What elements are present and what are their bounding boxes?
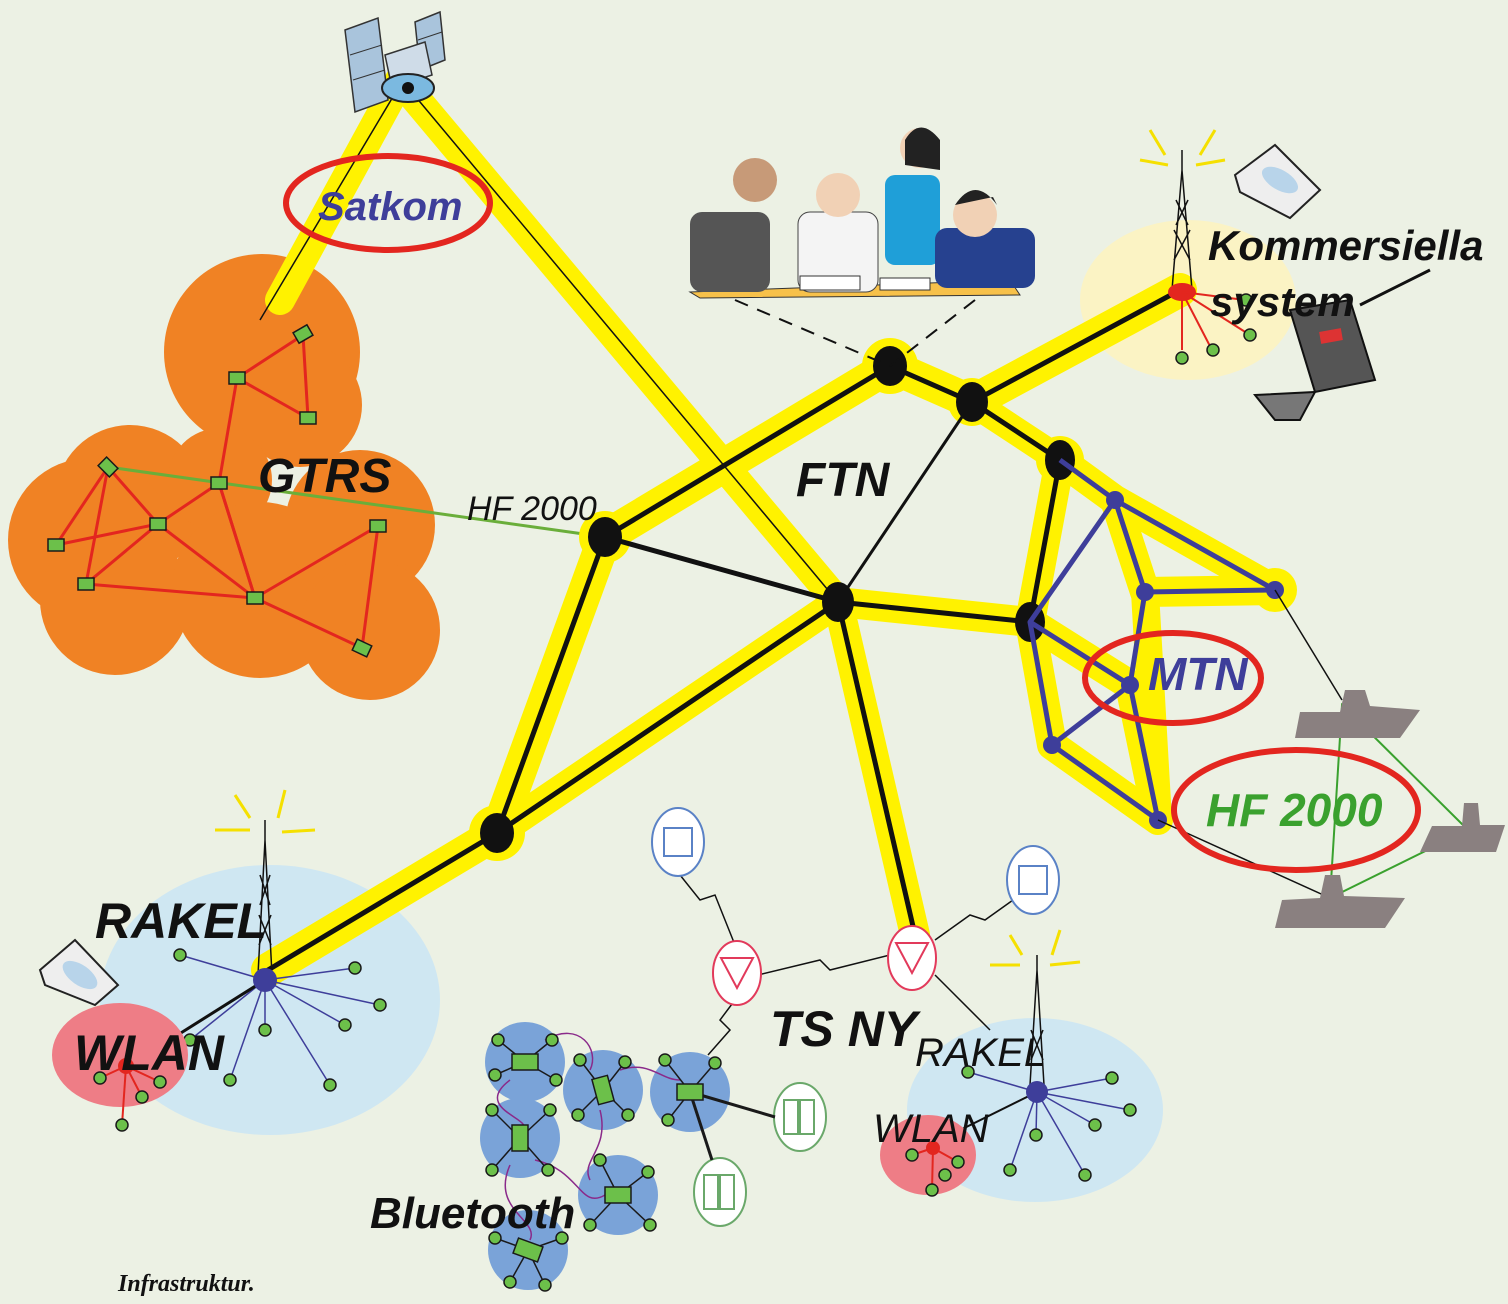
hf2000-ship-triangle — [1328, 702, 1470, 900]
kommersiella-label: Kommersiella — [1208, 222, 1483, 269]
ts-ny-terminal-icon — [651, 807, 705, 877]
ftn-label: FTN — [796, 454, 891, 507]
satellite-icon — [344, 10, 446, 114]
bluetooth-devices — [485, 1033, 776, 1292]
ship-icon — [1295, 690, 1420, 738]
commercial-terminals — [1175, 291, 1257, 365]
wlan-left-terminals — [93, 1058, 167, 1132]
ship-icon — [1275, 875, 1405, 928]
mtn-label: MTN — [1148, 648, 1248, 700]
rakel-right-terminals — [929, 1065, 1137, 1182]
ts-ny-switch-icon — [887, 925, 937, 991]
ftn-nodes — [480, 346, 1075, 853]
hf2000-highlight-ring — [1171, 747, 1421, 873]
satellite-uplink-right — [409, 89, 839, 603]
wlan-right-terminals — [905, 1141, 965, 1197]
meeting-illustration — [688, 127, 1035, 367]
handheld-terminal-icon — [1233, 143, 1322, 220]
hf2000-label: HF 2000 — [1206, 784, 1383, 836]
system-label: system — [1210, 278, 1355, 325]
rakel-right-label: RAKEL — [915, 1031, 1046, 1075]
satkom-label: Satkom — [318, 185, 463, 229]
ts-ny-links — [679, 874, 1021, 1056]
satkom-highlight-ring — [283, 153, 493, 253]
mobile-phone-icon — [1252, 268, 1431, 421]
handheld-terminal-icon — [38, 938, 120, 1007]
ts-ny-switch-icon — [712, 940, 762, 1006]
hf2000-link-label: HF 2000 — [467, 490, 597, 528]
satellite-uplink-left — [259, 84, 401, 321]
mtn-highlight-ring — [1082, 630, 1264, 726]
wlan-right-label: WLAN — [873, 1107, 989, 1151]
wlan-right-area — [880, 1115, 976, 1195]
ts-ny-terminal-icon — [773, 1082, 827, 1152]
ts-ny-terminal-icon — [693, 1157, 747, 1227]
figure-caption: Infrastruktur. — [117, 1271, 255, 1297]
ship-icon — [1420, 803, 1505, 852]
bluetooth-label: Bluetooth — [370, 1189, 575, 1238]
gtrs-label: GTRS — [258, 450, 391, 503]
ts-ny-label: TS NY — [770, 1001, 922, 1057]
rakel-left-label: RAKEL — [95, 893, 267, 949]
gtrs-nodes — [47, 323, 387, 658]
wlan-left-label: WLAN — [74, 1025, 225, 1081]
hf2000-radio-link — [107, 465, 606, 539]
ts-ny-terminal-icon — [1006, 845, 1060, 915]
